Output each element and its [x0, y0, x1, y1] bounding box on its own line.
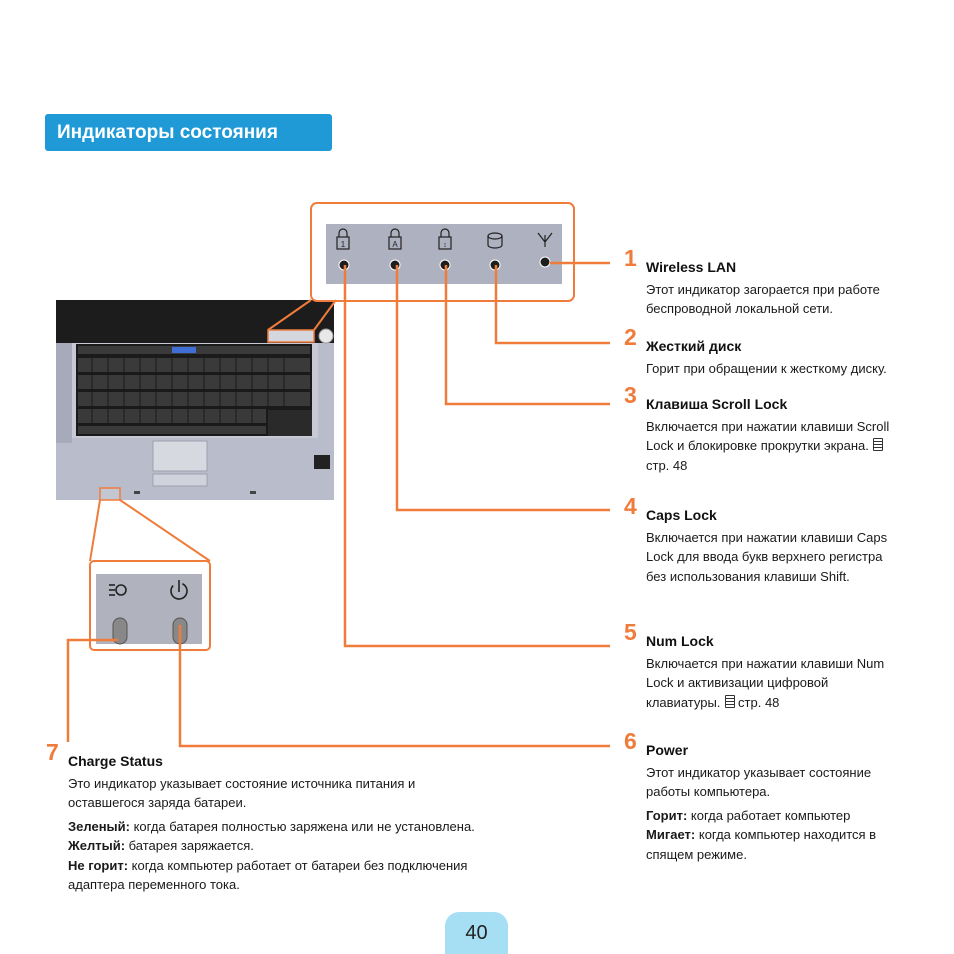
indicator-title: Клавиша Scroll Lock — [646, 396, 788, 412]
status-indicator-panel: 1 A ↕ — [267, 202, 575, 331]
state-label: Не горит: — [68, 857, 129, 873]
state-label: Мигает: — [646, 827, 696, 842]
indicator-title: Num Lock — [646, 633, 714, 649]
callout-number: 3 — [624, 382, 637, 408]
indicator-desc: Горит при обращении к жесткому диску. — [646, 360, 887, 376]
indicator-title: Жесткий диск — [646, 338, 742, 354]
svg-text:1: 1 — [341, 240, 346, 249]
page-number: 40 — [445, 912, 508, 954]
indicator-charge-status: 7 Charge Status Это индикатор указывает … — [46, 741, 528, 895]
section-title: Индикаторы состояния — [45, 114, 332, 151]
state-label: Желтый: — [68, 838, 126, 853]
state-text: когда компьютер находится в спящем режим… — [646, 827, 877, 862]
indicator-title: Power — [646, 742, 689, 758]
callout-number: 5 — [624, 619, 637, 645]
indicator-desc: Этот индикатор загорается при работе бес… — [646, 281, 880, 317]
state-line: Горит: когда работает компьютер — [646, 806, 908, 826]
laptop-image — [56, 300, 334, 501]
indicator-desc: Этот индикатор указывает состояние работ… — [646, 764, 872, 800]
svg-text:A: A — [392, 240, 398, 249]
callout-lines — [66, 261, 610, 748]
indicator-desc: Включается при нажатии клавиши Num Lock … — [646, 655, 885, 710]
indicator-power: 6 Power Этот индикатор указывает состоян… — [624, 730, 908, 864]
indicator-wireless-lan: 1 Wireless LAN Этот индикатор загорается… — [624, 247, 926, 319]
indicator-caps-lock: 4 Caps Lock Включается при нажатии клави… — [624, 495, 894, 586]
callout-number: 6 — [624, 728, 637, 754]
front-indicator-panel — [89, 499, 211, 651]
indicator-title: Charge Status — [68, 753, 163, 769]
indicator-desc: Включается при нажатии клавиши Scroll Lo… — [646, 418, 890, 454]
state-label: Зеленый: — [68, 818, 130, 834]
state-label: Горит: — [646, 807, 688, 823]
state-text: когда работает компьютер — [690, 807, 851, 823]
state-line: Не горит: когда компьютер работает от ба… — [68, 856, 518, 895]
state-line: Мигает: когда компьютер находится в спящ… — [646, 825, 908, 864]
page-reference-icon — [873, 438, 884, 451]
callout-number: 2 — [624, 324, 637, 350]
indicator-desc: Это индикатор указывает состояние источн… — [68, 775, 416, 811]
state-line: Зеленый: когда батарея полностью заряжен… — [68, 817, 528, 837]
indicator-hard-disk: 2 Жесткий диск Горит при обращении к жес… — [624, 326, 926, 378]
callout-number: 1 — [624, 245, 637, 271]
indicator-num-lock: 5 Num Lock Включается при нажатии клавиш… — [624, 621, 894, 712]
state-text: когда компьютер работает от батареи без … — [68, 857, 468, 893]
svg-text:↕: ↕ — [443, 242, 447, 249]
callout-number: 4 — [624, 493, 637, 519]
state-text: когда батарея полностью заряжена или не … — [133, 818, 475, 834]
page-reference-icon — [725, 694, 736, 708]
indicator-scroll-lock: 3 Клавиша Scroll Lock Включается при наж… — [624, 384, 894, 475]
indicator-desc: Включается при нажатии клавиши Caps Lock… — [646, 529, 888, 584]
callout-number: 7 — [46, 739, 59, 765]
indicator-title: Caps Lock — [646, 507, 717, 523]
state-text: батарея заряжается. — [128, 838, 254, 853]
state-line: Желтый: батарея заряжается. — [68, 836, 528, 856]
indicator-title: Wireless LAN — [646, 259, 737, 275]
page-reference: стр. 48 — [646, 457, 688, 473]
page-reference: стр. 48 — [738, 694, 780, 710]
